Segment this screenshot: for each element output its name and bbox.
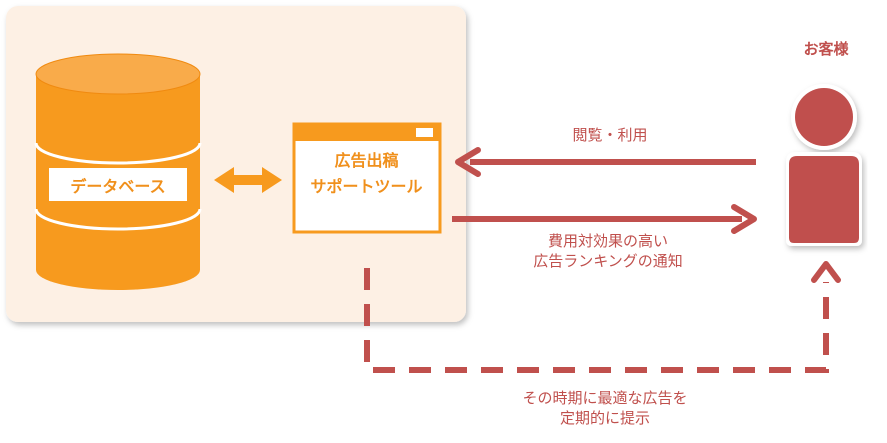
periodic-label-line1: その時期に最適な広告を bbox=[522, 389, 688, 407]
database-label-box bbox=[49, 168, 187, 201]
notify-arrow bbox=[452, 204, 757, 234]
db-tool-arrow bbox=[214, 167, 282, 193]
tool-label-line2: サポートツール bbox=[310, 177, 423, 196]
tool-label: 広告出稿 サポートツール bbox=[295, 148, 438, 200]
customer-label: お客様 bbox=[803, 40, 849, 58]
database-label: データベース bbox=[70, 176, 166, 196]
notify-label: 費用対効果の高い 広告ランキングの通知 bbox=[468, 231, 748, 271]
notify-label-line2: 広告ランキングの通知 bbox=[533, 252, 683, 270]
periodic-dashed-arrow bbox=[364, 261, 841, 373]
browse-label: 閲覧・利用 bbox=[572, 126, 648, 144]
window-button-icon bbox=[416, 128, 433, 137]
periodic-label: その時期に最適な広告を 定期的に提示 bbox=[470, 388, 740, 428]
notify-label-line1: 費用対効果の高い bbox=[547, 232, 668, 250]
customer-person-icon bbox=[786, 84, 862, 246]
periodic-label-line2: 定期的に提示 bbox=[559, 409, 650, 427]
browse-arrow bbox=[455, 147, 756, 177]
database-cylinder bbox=[34, 53, 202, 290]
tool-label-line1: 広告出稿 bbox=[334, 151, 399, 170]
tool-window bbox=[292, 122, 442, 234]
